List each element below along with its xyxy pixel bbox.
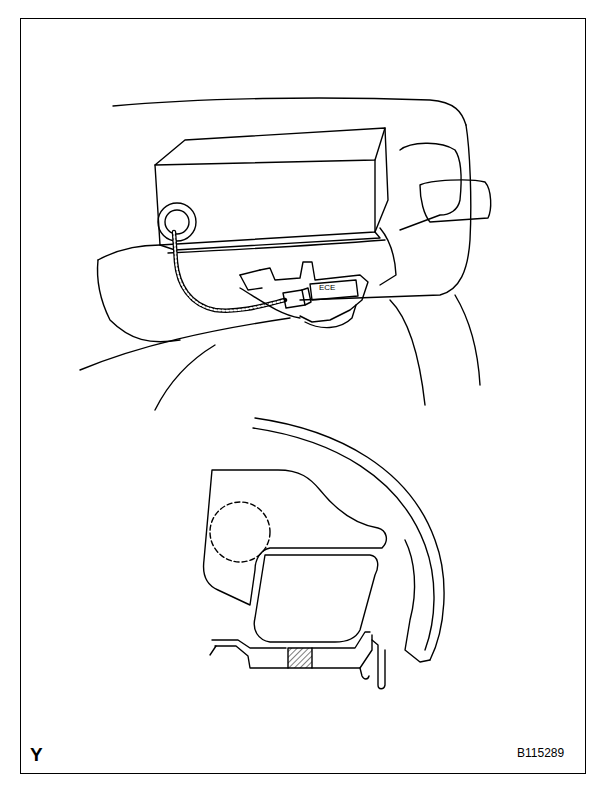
figure-number: B115289	[516, 747, 565, 759]
view-letter: Y	[29, 745, 44, 764]
part-marking: ECE	[318, 284, 336, 292]
